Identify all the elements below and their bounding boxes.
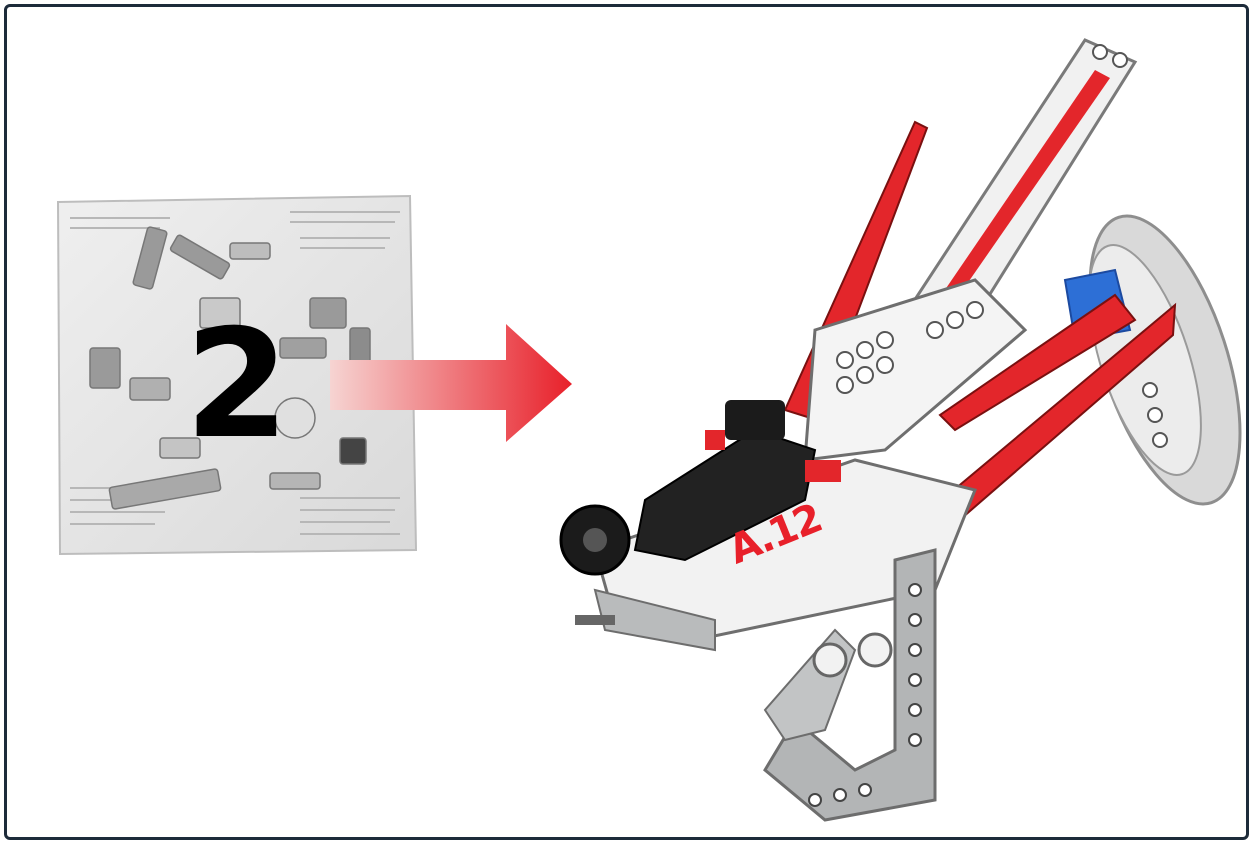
right-arrow-icon: [326, 318, 576, 448]
robot-model-illustration: [555, 30, 1245, 830]
bag-number: 2: [180, 310, 290, 460]
